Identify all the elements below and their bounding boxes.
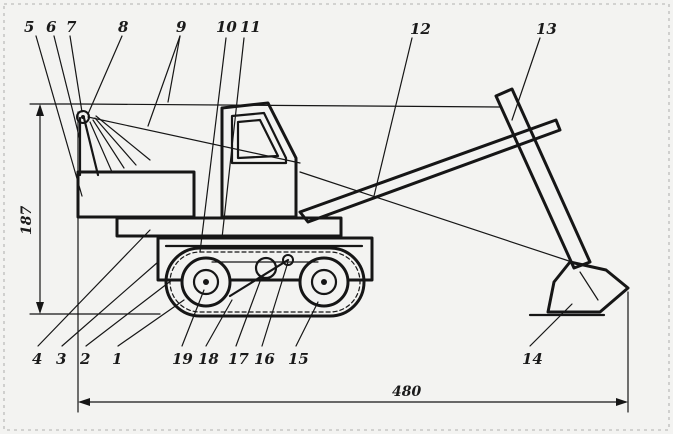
top-reference-line: [79, 103, 501, 108]
operator-cab: [220, 101, 298, 219]
crawler-track: [164, 246, 366, 318]
rear-wheel: [180, 256, 232, 308]
callout-labels-top: 5 6 7 8 9 10 11 12 13: [24, 18, 557, 38]
undercarriage-frame: [156, 236, 374, 282]
height-arrow-bottom: [36, 302, 44, 314]
callout-labels-bottom: 4 3 2 1 19 18 17 16 15 14: [32, 350, 543, 368]
length-arrow-left: [78, 398, 90, 406]
leader-lines: [35, 35, 573, 347]
revolving-frame: [115, 216, 343, 238]
sheet-border: [3, 3, 670, 431]
callout-5: 5: [24, 18, 34, 36]
length-dimension: 480: [77, 111, 629, 413]
callout-8: 8: [118, 18, 129, 36]
cab-window: [230, 111, 288, 165]
bucket: [528, 260, 630, 317]
height-arrow-top: [36, 104, 44, 116]
travel-mechanism: [211, 254, 319, 298]
hoist-cable: [299, 171, 573, 263]
callout-6: 6: [46, 18, 57, 36]
callout-2: 2: [79, 350, 90, 368]
callout-7: 7: [66, 18, 77, 36]
machinery-housing: [76, 170, 196, 219]
callout-17: 17: [228, 350, 249, 368]
length-arrow-right: [616, 398, 628, 406]
a-frame: [76, 110, 151, 177]
dipper-handle: [494, 87, 592, 270]
callout-15: 15: [288, 350, 309, 368]
callout-11: 11: [240, 18, 261, 36]
height-dimension: 187: [19, 103, 161, 315]
callout-12: 12: [410, 20, 431, 38]
callout-19: 19: [172, 350, 193, 368]
callout-18: 18: [198, 350, 219, 368]
callout-3: 3: [56, 350, 66, 368]
callout-10: 10: [216, 18, 237, 36]
length-value: 480: [392, 384, 421, 400]
callout-16: 16: [254, 350, 275, 368]
callout-14: 14: [522, 350, 543, 368]
boom-suspension-cable: [87, 116, 301, 164]
height-value: 187: [19, 206, 35, 235]
callout-9: 9: [176, 18, 187, 36]
callout-4: 4: [32, 350, 42, 368]
callout-13: 13: [536, 20, 557, 38]
front-wheel: [298, 256, 350, 308]
boom: [298, 118, 562, 224]
callout-1: 1: [112, 350, 122, 368]
